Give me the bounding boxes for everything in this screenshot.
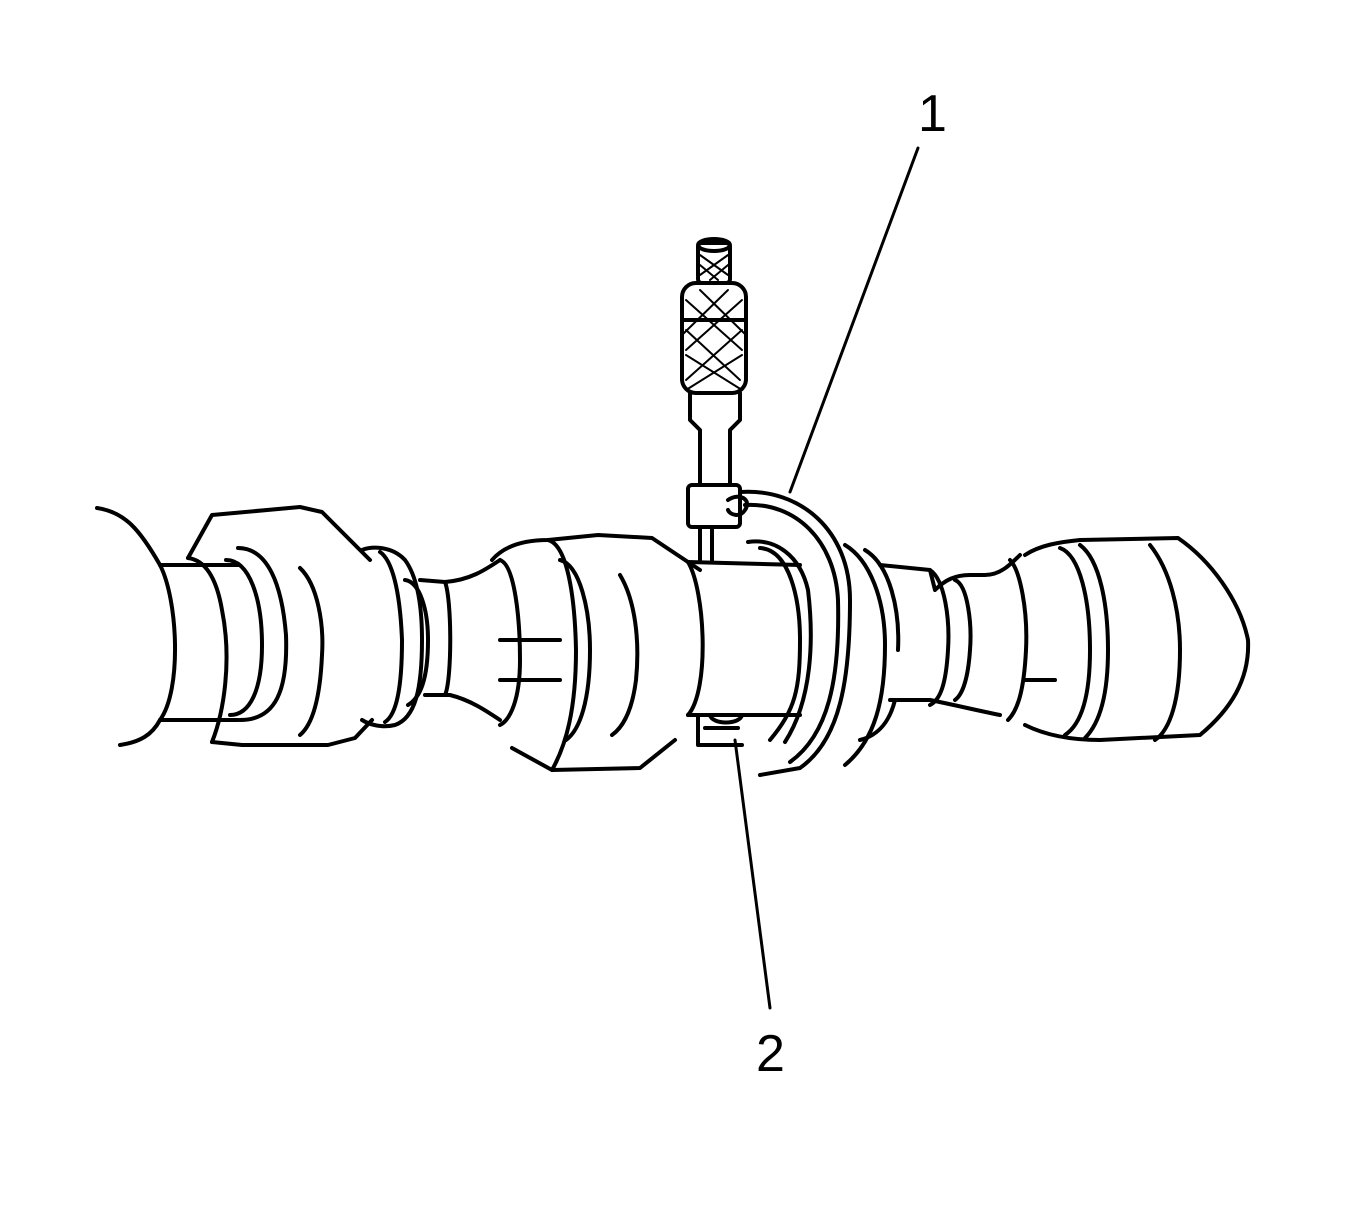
bearing-journal-middle [490,533,702,772]
bearing-journal-far-right [1023,536,1251,742]
cam-lobe-a [360,545,502,729]
callout-number-1: 1 [918,85,947,143]
leader-lines [733,146,920,1010]
cam-lobe-b [928,558,1057,722]
shaft-left-end [95,506,240,747]
micrometer-tool [680,237,852,777]
bearing-journal-left [186,505,374,747]
bearing-journal-right [843,543,1022,767]
leader-line-2 [733,738,772,1010]
leader-line-1 [788,146,920,494]
measured-journal [686,560,802,717]
callout-number-2: 2 [756,1025,785,1083]
